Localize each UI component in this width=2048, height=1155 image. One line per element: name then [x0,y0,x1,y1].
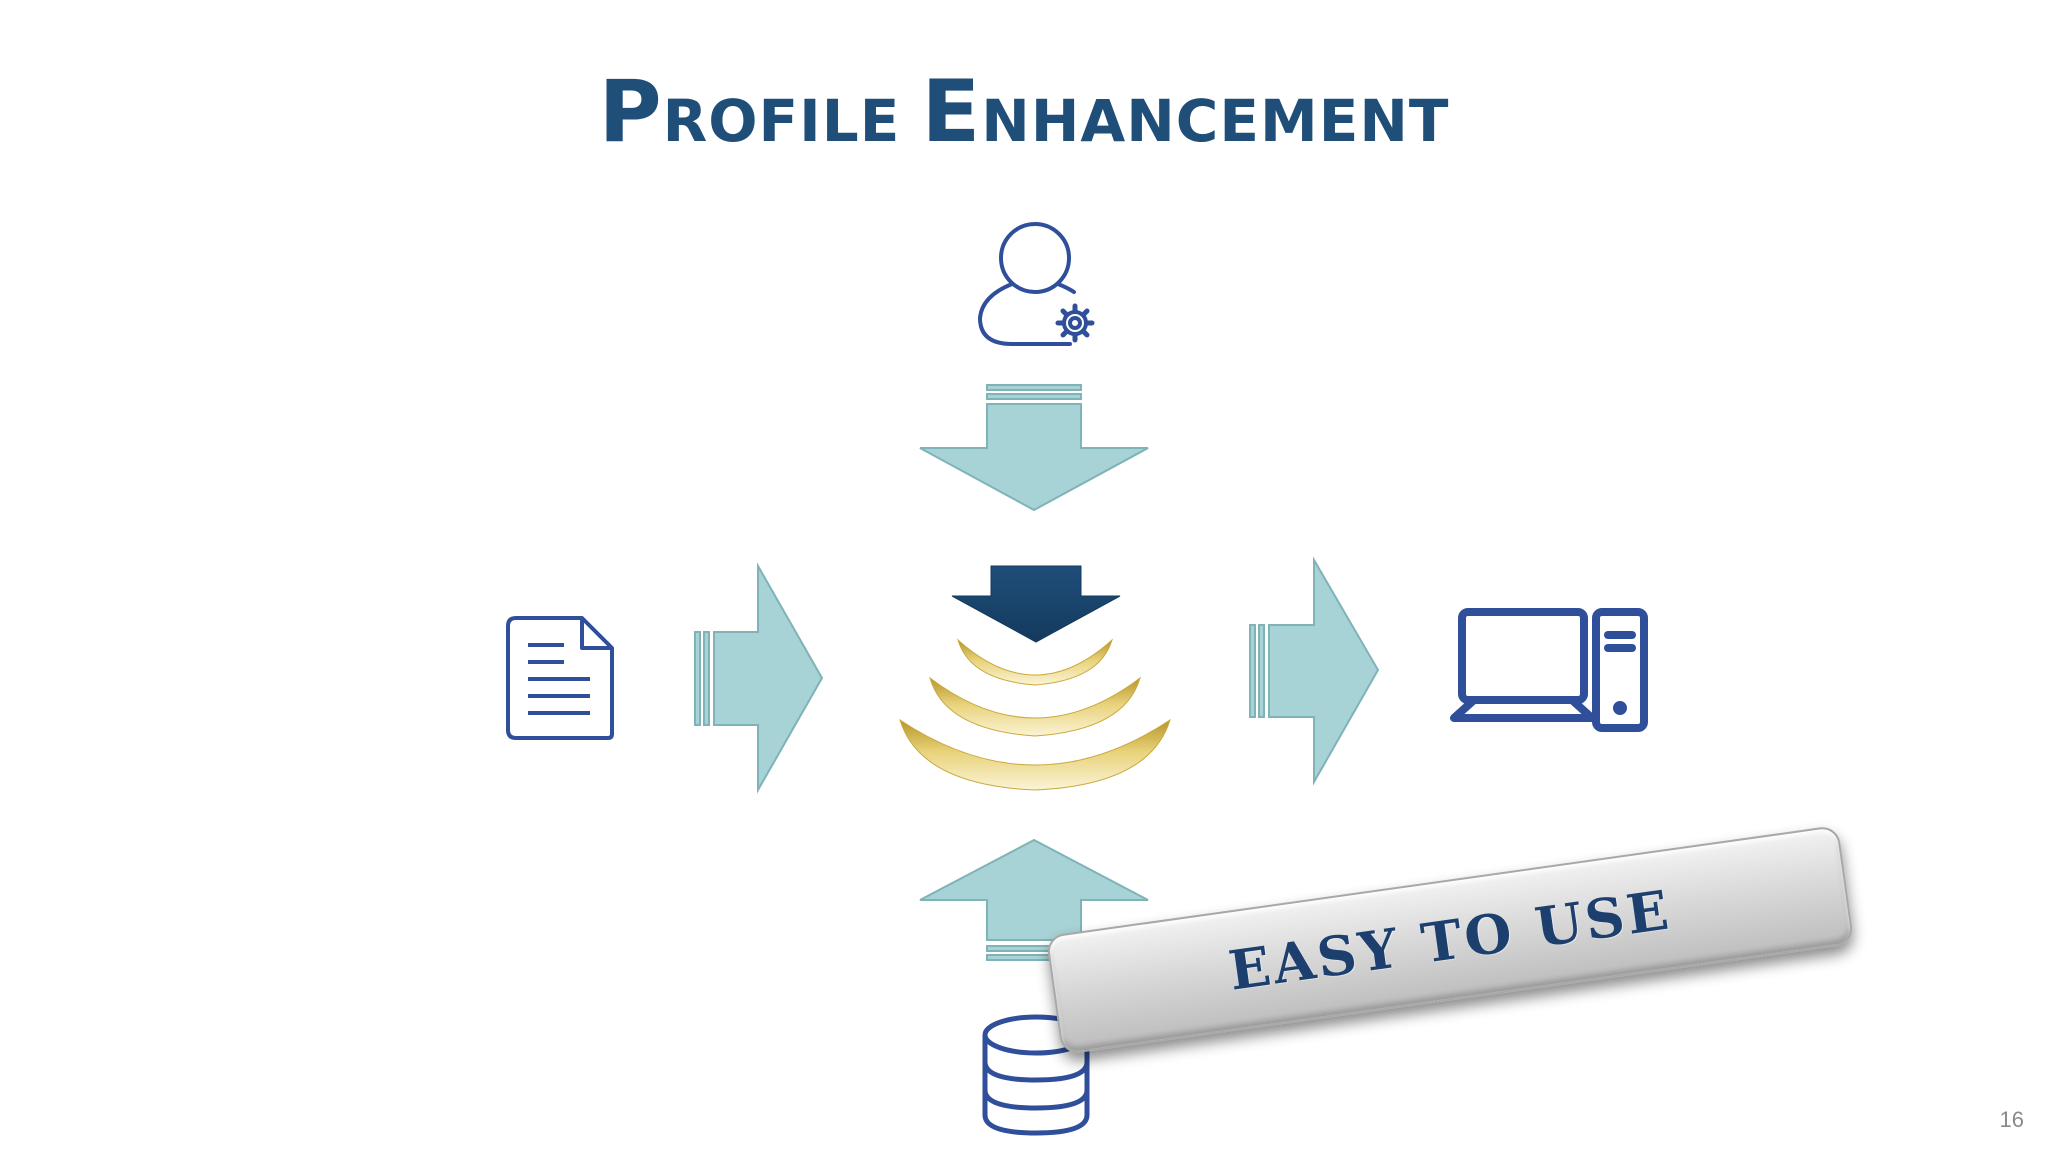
title-cap-1: P [598,62,663,162]
title-cap-2: E [921,62,982,162]
user-gear-icon [977,222,1095,346]
title-rest-2: NHANCEMENT [981,87,1450,155]
computer-icon [1450,608,1648,732]
document-icon [506,616,614,740]
page-title: PROFILE ENHANCEMENT [0,62,2048,162]
page-number: 16 [1999,1107,2024,1132]
left-arrow [694,562,824,794]
profile-enhancement-funnel-icon [899,565,1171,791]
title-rest-1: ROFILE [662,87,922,155]
right-arrow [1249,556,1380,786]
top-arrow [919,384,1149,512]
